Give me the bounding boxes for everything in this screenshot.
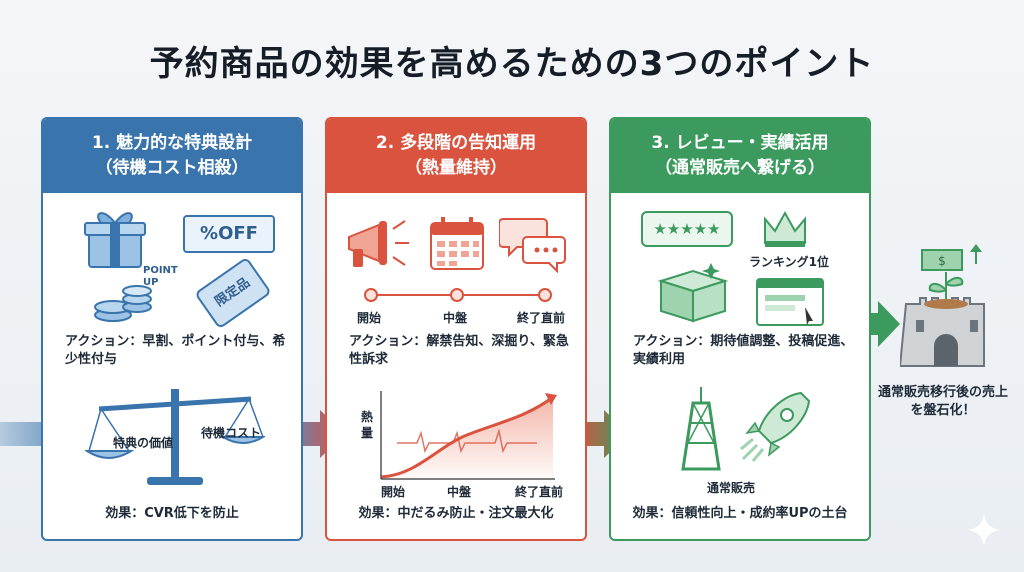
timeline-label: 中盤 xyxy=(443,311,468,325)
timeline-label: 開始 xyxy=(357,311,382,325)
scale-left-label: 特典の価値 xyxy=(113,436,174,450)
review-stars-icon: ★★★★★ xyxy=(641,211,733,247)
stars-label: ★★★★★ xyxy=(653,220,721,238)
card-title: 2. 多段階の告知運用 xyxy=(375,133,537,153)
discount-ticket-icon: %OFF xyxy=(183,215,275,253)
timeline-label: 終了直前 xyxy=(517,311,566,325)
card-title: 1. 魅力的な特典設計 xyxy=(91,133,253,153)
card-heading: 3. レビュー・実績活用 （通常販売へ繋げる） xyxy=(611,119,869,193)
rocket-icon xyxy=(740,391,811,462)
point-card-3: 3. レビュー・実績活用 （通常販売へ繋げる） ★★★★★ ランキング1位 アク… xyxy=(609,117,871,541)
card-subtitle: （待機コスト相殺） xyxy=(95,158,249,178)
card-subtitle: （通常販売へ繋げる） xyxy=(655,158,825,178)
point-card-1: 1. 魅力的な特典設計 （待機コスト相殺） %OFF POINT UP 限定品 … xyxy=(41,117,303,541)
balance-scale-icon xyxy=(85,389,265,485)
crown-icon xyxy=(764,210,806,247)
card-subtitle: （熱量維持） xyxy=(405,158,507,178)
discount-label: %OFF xyxy=(200,223,258,244)
card-heading: 2. 多段階の告知運用 （熱量維持） xyxy=(327,119,585,193)
chart-x-label: 開始 xyxy=(381,485,406,499)
flow-arrow-4 xyxy=(856,301,900,347)
open-box-icon xyxy=(657,263,729,323)
chat-bubbles-icon xyxy=(499,218,566,273)
card-action: アクション：期待値調整、投稿促進、実績利用 xyxy=(633,334,854,367)
page-title: 予約商品の効果を高めるための3つのポイント xyxy=(149,44,875,84)
svg-text:$: $ xyxy=(938,254,946,268)
scale-right-label: 待機コスト xyxy=(201,426,262,440)
card-action: アクション：早割、ポイント付与、希少性付与 xyxy=(65,334,286,367)
chart-x-label: 中盤 xyxy=(447,485,472,499)
result-text: 通常販売移行後の売上を盤石化！ xyxy=(878,385,1009,418)
chart-x-label: 終了直前 xyxy=(515,485,564,499)
megaphone-icon xyxy=(348,220,409,267)
chart-ylabel: 熱量 xyxy=(361,410,374,440)
point-card-2: 2. 多段階の告知運用 （熱量維持） 開始 中盤 終了直前 アクション：解禁 xyxy=(325,117,587,541)
browser-window-icon xyxy=(756,278,824,326)
tower-icon xyxy=(681,387,721,471)
card-heading: 1. 魅力的な特典設計 （待機コスト相殺） xyxy=(43,119,301,193)
ranking-label: ランキング1位 xyxy=(749,255,829,269)
point-up-label: POINT UP xyxy=(143,265,178,288)
sparkle-icon xyxy=(968,514,1000,546)
card-effect: 効果：中だるみ防止・注文最大化 xyxy=(358,506,554,521)
limited-tag-label: 限定品 xyxy=(212,275,253,310)
card-effect: 効果：CVR低下を防止 xyxy=(105,506,239,521)
timeline-track xyxy=(364,288,552,302)
castle-icon: $ xyxy=(900,244,985,367)
card-action: アクション：解禁告知、深掘り、緊急性訴求 xyxy=(349,334,569,367)
gift-icon xyxy=(84,212,146,268)
card-title: 3. レビュー・実績活用 xyxy=(651,133,829,153)
limited-tag-icon: 限定品 xyxy=(194,256,272,330)
tower-label: 通常販売 xyxy=(707,481,756,495)
calendar-icon xyxy=(430,217,484,270)
coins-icon xyxy=(94,285,152,322)
card-effect: 効果：信頼性向上・成約率UPの土台 xyxy=(632,506,848,521)
heat-chart xyxy=(380,391,557,480)
